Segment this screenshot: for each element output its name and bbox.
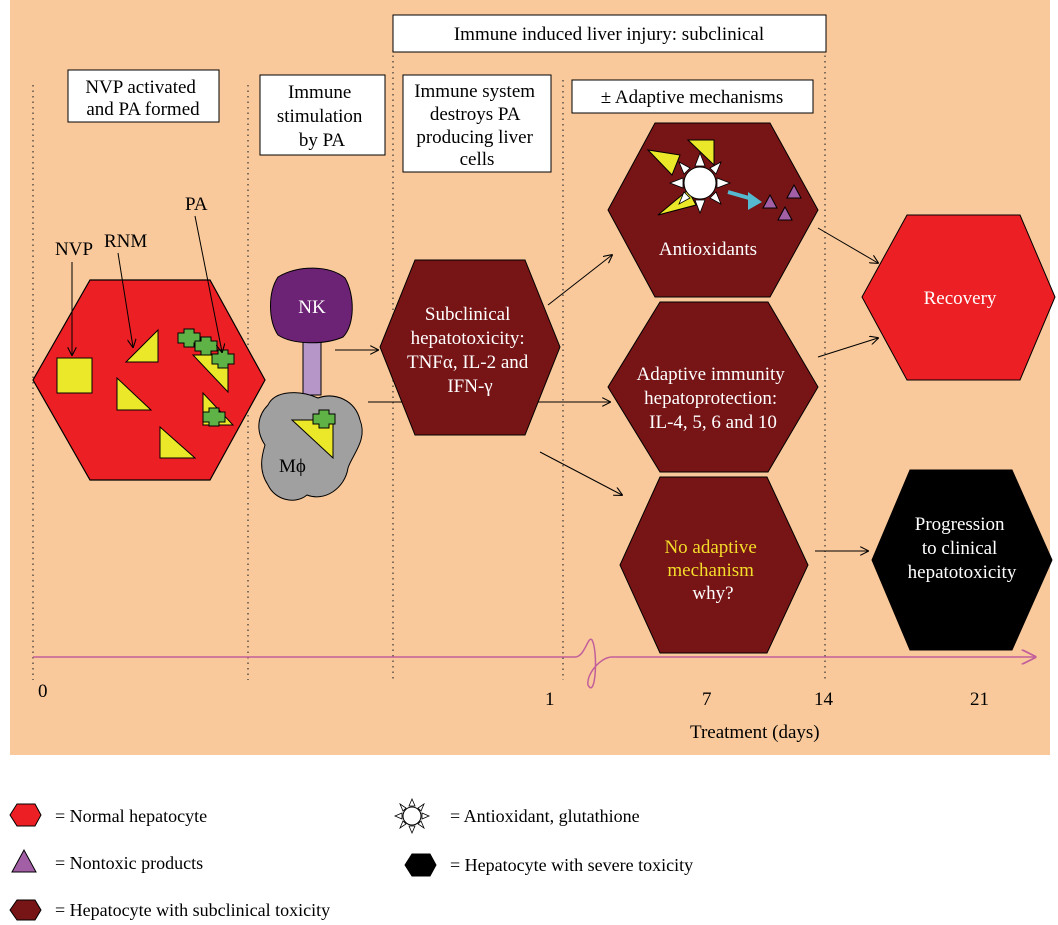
immune-stimulation-text: Immune stimulation by PA	[277, 82, 367, 151]
nk-label: NK	[298, 297, 326, 318]
timeline-axis-label: Treatment (days)	[690, 722, 820, 743]
legend-normal-icon-shape	[9, 803, 42, 827]
nk-cell	[270, 267, 353, 344]
tick-14: 14	[814, 689, 834, 710]
immune-destroys-text: Immune system destroys PA producing live…	[414, 81, 540, 170]
legend-severe-text: = Hepatocyte with severe toxicity	[450, 855, 693, 875]
legend-subclinical-text: = Hepatocyte with subclinical toxicity	[55, 900, 330, 920]
nvp-activated-box	[67, 69, 220, 123]
legend-antioxidant-icon	[393, 797, 431, 835]
legend-nontoxic-icon	[11, 848, 37, 873]
progression-text: Progression to clinical hepatotoxicity	[908, 514, 1017, 583]
rnm-triangle	[159, 425, 197, 459]
legend-nontoxic-text: = Nontoxic products	[55, 853, 203, 873]
sun-icon	[668, 151, 732, 215]
tick-0: 0	[38, 681, 48, 702]
rnm-arrow	[117, 252, 133, 347]
normal-hepatocyte-large	[32, 279, 266, 481]
antioxidants-text: Antioxidants	[659, 239, 757, 260]
tick-7: 7	[702, 689, 712, 710]
macrophage-pa	[312, 409, 336, 429]
timeline-axis	[33, 638, 1035, 689]
timeline-ticks: 0 1 7 14 21	[38, 681, 989, 710]
recovery-hepatocyte	[861, 214, 1056, 381]
subclinical-text: Subclinical hepatotoxicity: TNFα, IL-2 a…	[407, 304, 533, 397]
nontoxic-triangles	[762, 183, 802, 221]
injury-header-box	[392, 14, 827, 53]
immune-stimulation-box	[259, 74, 386, 156]
adaptive-mechanisms-text: ± Adaptive mechanisms	[601, 87, 783, 108]
legend-severe-icon	[404, 853, 437, 877]
adaptive-immunity-text: Adaptive immunity hepatoprotection: IL-4…	[636, 364, 789, 433]
rnm-label: RNM	[104, 231, 147, 252]
macrophage-label: Mϕ	[279, 456, 306, 477]
antioxidant-to-recovery-arrow	[817, 227, 878, 263]
antioxidant-triangles	[646, 139, 715, 216]
rnm-triangle	[124, 328, 159, 363]
pa-cluster	[177, 328, 235, 427]
pa-label: PA	[185, 194, 208, 215]
nvp-label: NVP	[55, 239, 93, 260]
no-adaptive-text: No adaptive mechanism why?	[664, 537, 761, 604]
adaptive-to-recovery-arrow	[817, 338, 878, 358]
adaptive-immunity-hepatocyte	[607, 301, 819, 473]
legend-antioxidant-text: = Antioxidant, glutathione	[450, 806, 640, 826]
progression-hepatocyte	[871, 469, 1053, 651]
pa-arrow	[194, 215, 222, 352]
legend-subclinical-icon	[9, 899, 42, 921]
nk-stalk	[302, 336, 322, 396]
legend: = Normal hepatocyte = Nontoxic products …	[9, 797, 693, 921]
subclinical-hepatocyte	[379, 259, 561, 436]
antioxidant-hepatocyte	[607, 122, 819, 298]
tick-21: 21	[970, 689, 989, 710]
nvp-activated-text: NVP activated and PA formed	[85, 77, 200, 120]
adaptive-mechanisms-box	[571, 79, 814, 114]
rnm-triangle	[116, 376, 153, 411]
macrophage-cell	[258, 392, 363, 501]
immune-destroys-box	[402, 74, 552, 173]
recovery-text: Recovery	[924, 288, 997, 309]
subclinical-to-antioxidant-arrow	[547, 255, 612, 306]
no-adaptive-hepatocyte	[619, 476, 809, 654]
legend-normal-text: = Normal hepatocyte	[55, 806, 207, 826]
cyan-arrowhead	[748, 192, 762, 210]
subclinical-to-no-adaptive-arrow	[539, 451, 622, 495]
tick-1: 1	[545, 689, 555, 710]
nvp-square	[56, 357, 93, 394]
injury-header-text: Immune induced liver injury: subclinical	[454, 24, 764, 45]
